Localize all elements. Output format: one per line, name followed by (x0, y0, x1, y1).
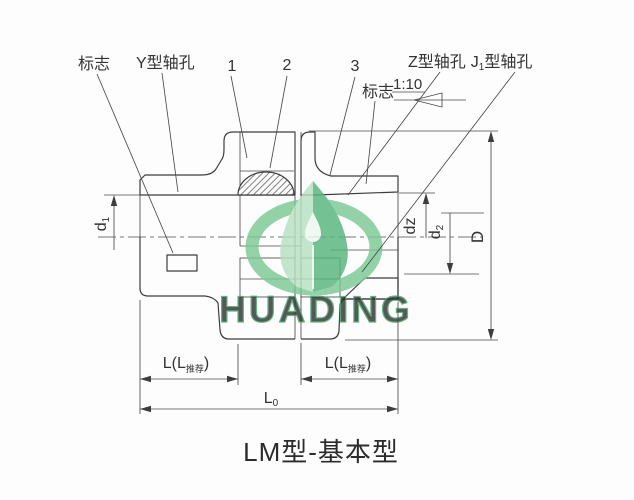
right-hub-section (300, 131, 399, 196)
left-hub-section (139, 131, 296, 196)
logo-nib-left (280, 181, 313, 292)
leader-y-bore (161, 72, 179, 193)
leader-j1-bore (361, 71, 516, 273)
leader-item2 (269, 75, 288, 169)
logo-nib-right (313, 181, 348, 292)
label-mark-right: 标志 (362, 83, 394, 101)
elastic-element (237, 171, 295, 196)
left-hub-outline-bottom (139, 237, 295, 340)
label-y-bore: Y型轴孔 (136, 54, 195, 72)
leader-item3 (329, 76, 356, 176)
keyway-mark (166, 254, 198, 272)
dim-L-left-label: L(L推荐) (163, 355, 209, 374)
huading-watermark: HUADING (219, 181, 413, 331)
label-item3: 3 (351, 58, 360, 75)
callout-leaders (96, 71, 516, 273)
j1-bore-section (342, 277, 399, 300)
brand-text: HUADING (219, 289, 413, 330)
dim-dz-label: dz (402, 218, 419, 235)
dimension-lines: d1 dz d2 D L(L推荐) L(L推荐) (93, 130, 498, 414)
taper-symbol (392, 91, 466, 108)
leader-mark-right (365, 100, 376, 185)
dim-D-label: D (468, 231, 487, 243)
label-taper-ratio: 1:10 (393, 76, 422, 93)
dim-d2-label: d2 (427, 224, 446, 239)
dim-d1-label: d1 (93, 216, 112, 231)
drawing-caption: LM型-基本型 (243, 437, 399, 467)
dim-L0-label: L0 (264, 390, 279, 409)
leader-item1 (230, 75, 248, 159)
leader-z-bore (347, 71, 441, 196)
leader-mark-left (96, 73, 174, 254)
label-mark-left: 标志 (78, 55, 110, 73)
label-item1: 1 (228, 58, 237, 75)
logo-nib-drop (305, 212, 321, 242)
label-item2: 2 (283, 57, 292, 74)
dim-L-right-label: L(L推荐) (325, 355, 371, 374)
